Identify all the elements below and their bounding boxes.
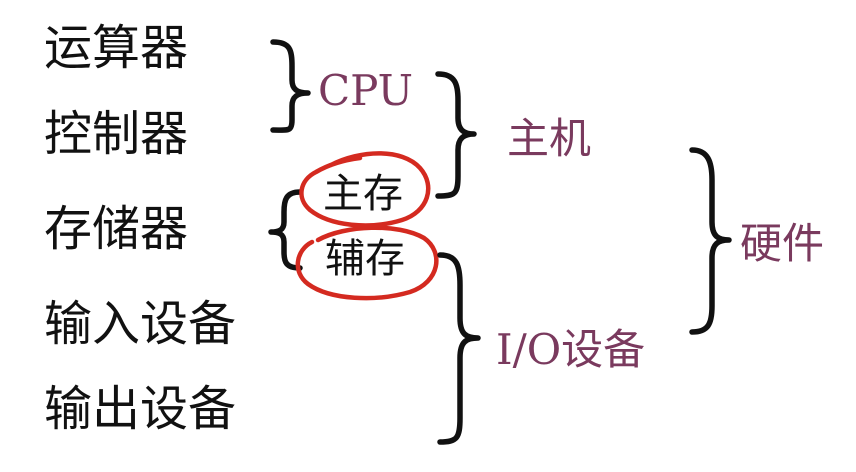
component-memory: 存储器: [44, 201, 188, 257]
cpu-brace: [270, 39, 311, 133]
component-input-device: 输入设备: [44, 296, 236, 352]
io-label: I/O设备: [496, 325, 645, 374]
auxiliary-memory-circle: [295, 225, 439, 301]
io-brace: [437, 252, 481, 445]
main-memory-circle: [299, 151, 431, 228]
hardware-brace: [689, 147, 732, 335]
component-controller: 控制器: [44, 106, 188, 162]
component-alu: 运算器: [44, 20, 188, 76]
main-memory-label: 主存: [323, 171, 403, 217]
auxiliary-memory-label: 辅存: [325, 236, 405, 282]
hardware-label: 硬件: [740, 219, 824, 268]
component-output-device: 输出设备: [44, 381, 236, 437]
host-label: 主机: [507, 114, 591, 163]
host-brace: [435, 71, 477, 199]
memory-brace: [268, 189, 303, 271]
cpu-label: CPU: [318, 66, 413, 115]
